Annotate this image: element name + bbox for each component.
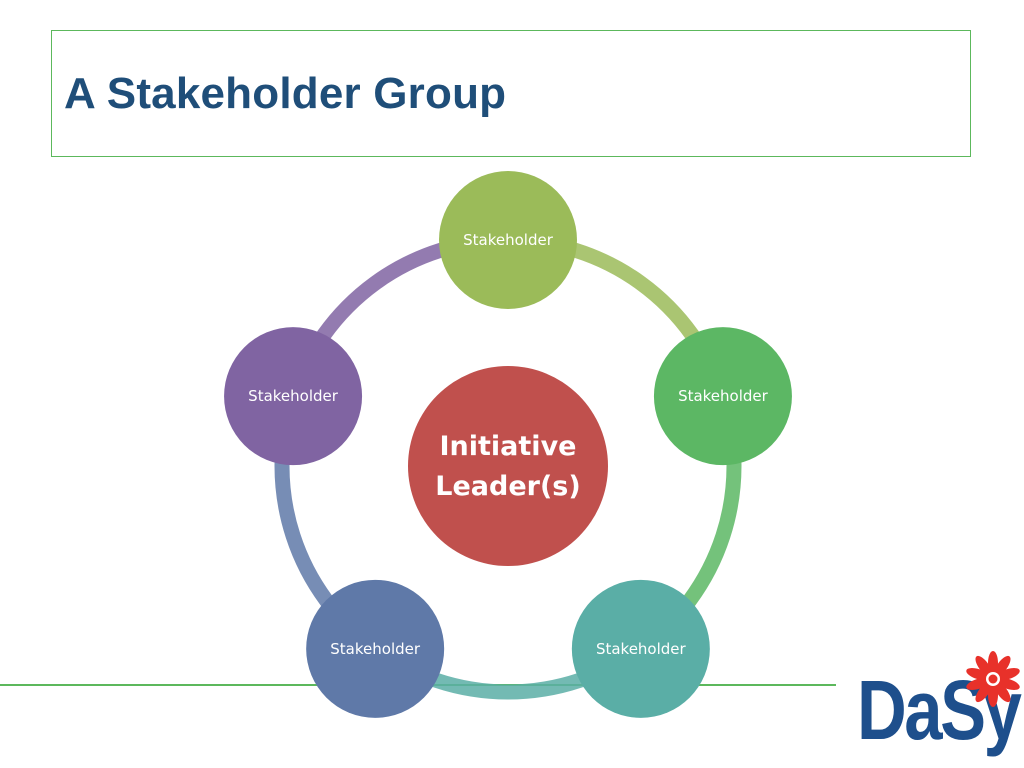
flower-icon [966, 651, 1020, 707]
stakeholder-circle [224, 327, 363, 466]
page-title: A Stakeholder Group [64, 69, 507, 118]
stakeholder-node: Stakeholder [306, 579, 445, 718]
stakeholder-circle [571, 579, 710, 718]
stakeholder-circle [306, 579, 445, 718]
stakeholder-label: Stakeholder [330, 640, 421, 658]
stakeholder-label: Stakeholder [678, 387, 769, 405]
stakeholder-node: Stakeholder [571, 579, 710, 718]
center-label-line1: Initiative [440, 431, 577, 462]
stakeholder-label: Stakeholder [596, 640, 687, 658]
center-label-line2: Leader(s) [435, 471, 580, 502]
stakeholder-node: Stakeholder [653, 327, 792, 466]
stakeholder-circle [653, 327, 792, 466]
stakeholder-label: Stakeholder [463, 231, 554, 249]
title-box: A Stakeholder Group [51, 30, 971, 157]
stakeholder-node: Stakeholder [439, 171, 577, 309]
center-circle [408, 366, 608, 566]
cycle-nodes: StakeholderStakeholderStakeholderStakeho… [224, 171, 792, 718]
stakeholder-circle [439, 171, 577, 309]
stakeholder-label: Stakeholder [248, 387, 339, 405]
stakeholder-node: Stakeholder [224, 327, 363, 466]
center-node: Initiative Leader(s) [408, 366, 608, 566]
